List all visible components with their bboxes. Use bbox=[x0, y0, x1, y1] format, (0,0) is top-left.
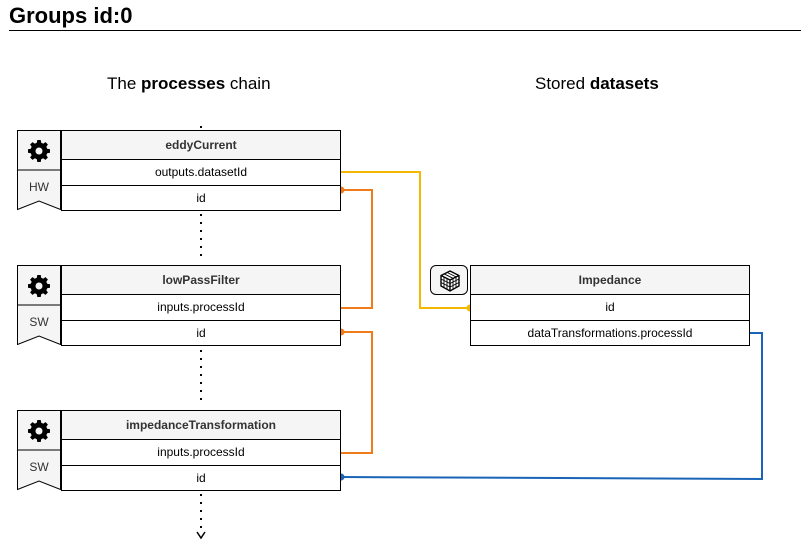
process-kind-label: HW bbox=[29, 180, 49, 194]
dataset-badge bbox=[430, 265, 468, 295]
dataset-field: id bbox=[605, 300, 615, 314]
datasets-column-heading: Stored datasets bbox=[535, 74, 659, 93]
process-field: inputs.processId bbox=[157, 445, 245, 459]
chain-arrow-head bbox=[196, 531, 206, 540]
link-dataset-process bbox=[340, 332, 763, 481]
process-badge: SW bbox=[17, 265, 61, 345]
dataset-field: dataTransformations.processId bbox=[471, 320, 749, 345]
cube-icon bbox=[440, 270, 460, 292]
process-name: lowPassFilter bbox=[62, 266, 340, 295]
process-card-impedancetransformation[interactable]: impedanceTransformation inputs.processId… bbox=[61, 410, 341, 491]
gear-icon bbox=[28, 140, 50, 162]
link-process-2 bbox=[341, 331, 373, 454]
process-kind-label: SW bbox=[29, 315, 49, 329]
title-divider bbox=[9, 30, 801, 31]
dataset-card-impedance[interactable]: Impedance id dataTransformations.process… bbox=[470, 265, 750, 346]
process-card-lowpassfilter[interactable]: lowPassFilter inputs.processId id bbox=[61, 265, 341, 346]
process-field: id bbox=[62, 320, 340, 345]
process-name: impedanceTransformation bbox=[62, 411, 340, 440]
process-field: id bbox=[62, 185, 340, 210]
process-name: eddyCurrent bbox=[62, 131, 340, 160]
page-title: Groups id:0 bbox=[9, 3, 133, 28]
gear-icon bbox=[28, 420, 50, 442]
link-output-dataset bbox=[341, 171, 470, 309]
dataset-name: Impedance bbox=[471, 266, 749, 295]
process-kind-label: SW bbox=[29, 460, 49, 474]
process-field: id bbox=[62, 465, 340, 490]
link-process-1 bbox=[341, 189, 373, 309]
process-field: outputs.datasetId bbox=[154, 165, 248, 179]
process-badge: HW bbox=[17, 130, 61, 210]
process-field: inputs.processId bbox=[157, 300, 245, 314]
processes-column-heading: The processes chain bbox=[107, 74, 271, 93]
gear-icon bbox=[28, 275, 50, 297]
process-card-eddycurrent[interactable]: eddyCurrent outputs.datasetId id bbox=[61, 130, 341, 211]
process-badge: SW bbox=[17, 410, 61, 490]
